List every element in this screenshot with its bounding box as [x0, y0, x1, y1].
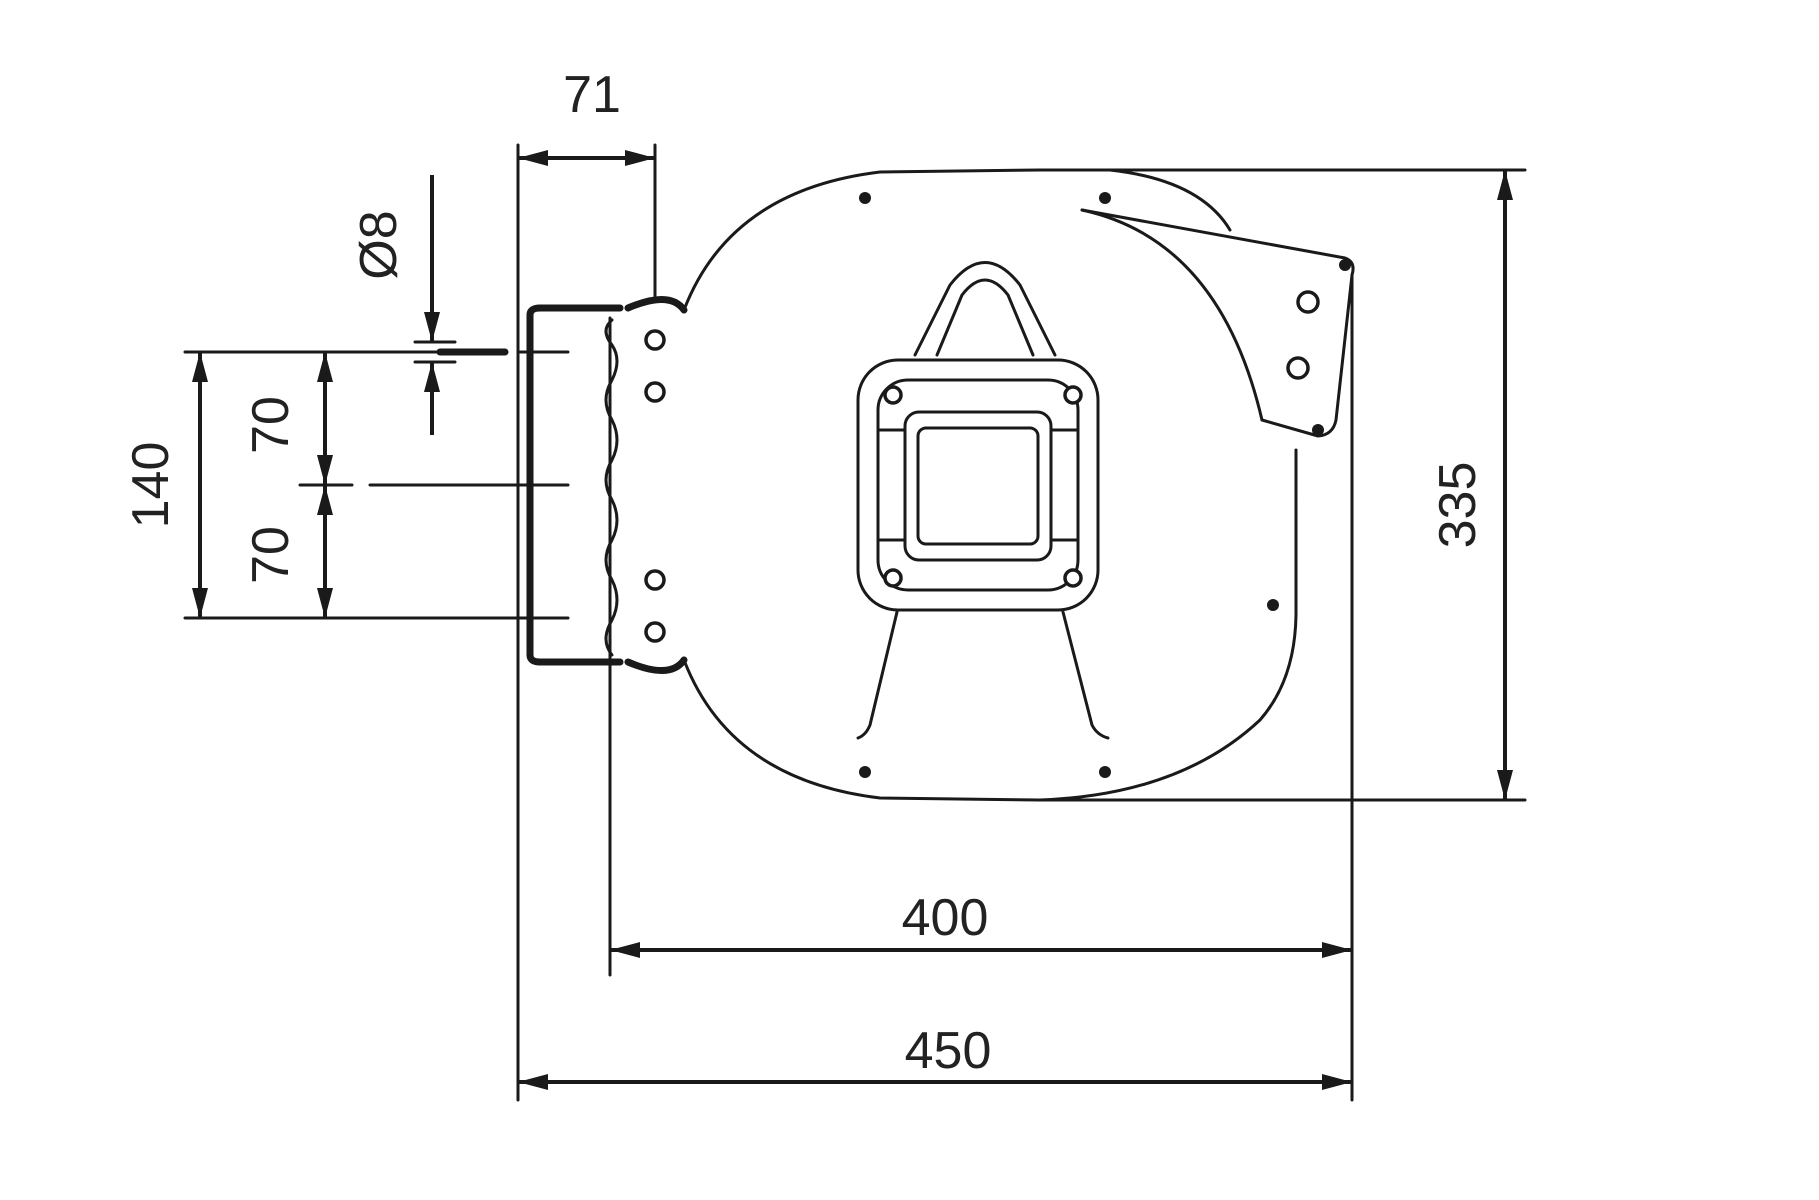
bracket-hole-4	[644, 621, 666, 643]
housing-screw	[859, 192, 871, 204]
dimension-overall-width-text: 450	[905, 1022, 992, 1080]
reel-handle	[856, 261, 1110, 740]
dimension-total-hole-spacing: 140	[122, 352, 208, 618]
arm-hole-2	[1286, 356, 1310, 380]
dimension-lower-hole-spacing-text: 70	[242, 526, 300, 584]
housing-screw	[1099, 192, 1111, 204]
dimension-hole-diameter: Ø8	[350, 175, 457, 435]
bracket-hole-2	[644, 381, 666, 403]
dimension-half-hole-spacing: 70 70	[242, 352, 354, 618]
wall-bracket	[368, 296, 688, 674]
dimension-body-width: 400	[610, 889, 1352, 958]
bracket-hole-1	[644, 329, 666, 351]
arm-hole-1	[1296, 290, 1320, 314]
dimension-body-width-text: 400	[902, 889, 989, 947]
dimension-height: 335	[1429, 170, 1513, 800]
dimension-bracket-depth: 71	[518, 66, 655, 166]
bracket-hole-3	[644, 569, 666, 591]
dimension-total-hole-spacing-text: 140	[122, 442, 180, 529]
housing-screw	[1099, 766, 1111, 778]
dimension-bracket-depth-text: 71	[563, 66, 621, 124]
dimension-hole-diameter-text: Ø8	[350, 210, 408, 279]
housing-screw	[859, 766, 871, 778]
dimension-height-text: 335	[1429, 462, 1487, 549]
extension-lines	[183, 143, 1527, 1102]
dimension-overall-width: 450	[518, 1022, 1352, 1090]
housing-screw	[1267, 599, 1279, 611]
dimension-upper-hole-spacing-text: 70	[242, 396, 300, 454]
reel-housing	[682, 168, 1355, 802]
